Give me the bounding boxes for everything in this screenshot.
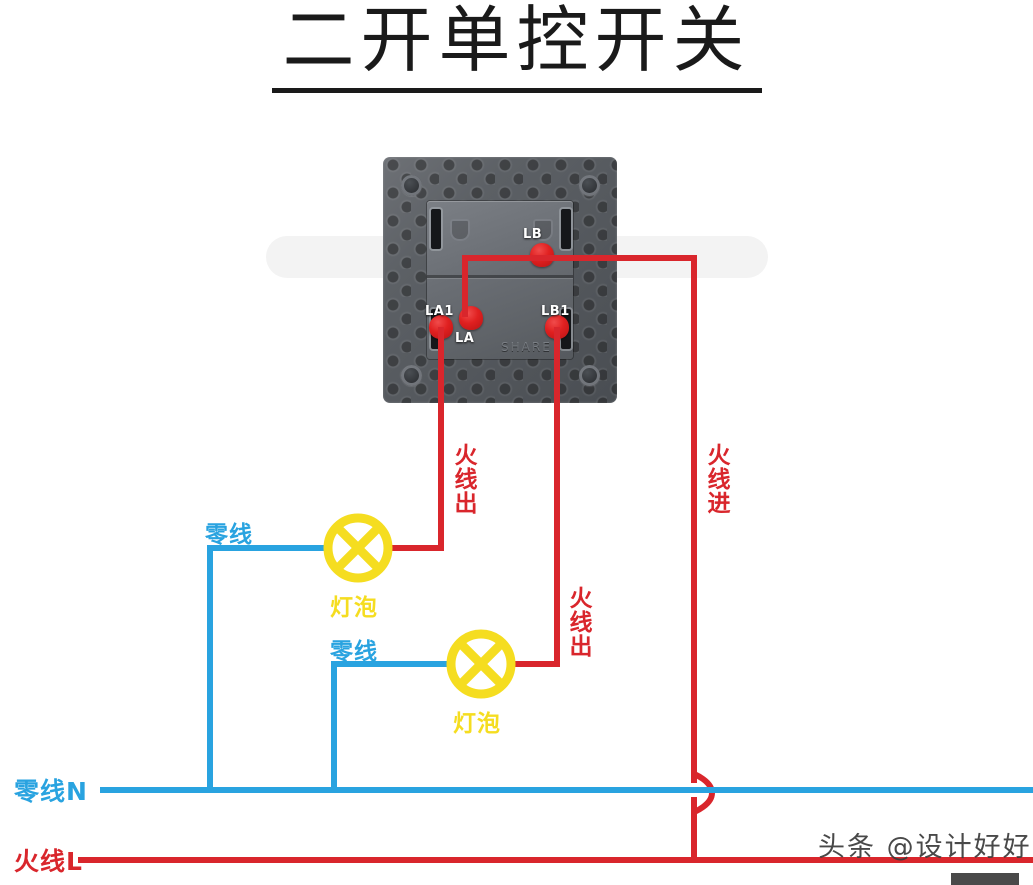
switch-back-plate: SHARE: [383, 157, 617, 403]
wire-la1-down: [438, 327, 444, 549]
page-title-wrap: 二开单控开关: [0, 0, 1033, 80]
label-neutral-bus: 零线N: [14, 777, 88, 806]
screw-hole-icon: [579, 365, 600, 386]
bulb-symbol-2: [446, 629, 516, 699]
wire-lb-to-la: [462, 255, 468, 317]
wire-live-in-lower: [691, 797, 697, 860]
wire-clip-slot: [561, 209, 571, 249]
wire-neutral-branch-1-h: [207, 545, 329, 551]
label-bulb-2: 灯泡: [453, 711, 501, 737]
wire-live-bus: [78, 857, 1033, 863]
brand-emboss: SHARE: [501, 340, 552, 354]
wire-lb-to-right: [462, 255, 697, 261]
release-tab-icon: [450, 219, 470, 241]
screw-hole-icon: [401, 175, 422, 196]
label-live-in: 火线进: [703, 443, 729, 515]
terminal-label-la: LA: [455, 331, 475, 346]
wire-la1-to-bulb1: [388, 545, 444, 551]
release-tab-icon: [533, 219, 553, 241]
label-live-out-2: 火线出: [565, 586, 591, 658]
label-live-out-1: 火线出: [450, 443, 476, 515]
label-neutral-2: 零线: [330, 639, 378, 665]
label-live-bus: 火线L: [14, 847, 83, 876]
wire-lb1-to-bulb2: [510, 661, 560, 667]
wire-lb-jumper-h: [462, 255, 540, 261]
terminal-label-lb1: LB1: [541, 304, 570, 319]
wire-neutral-branch-1-v: [207, 545, 213, 790]
label-neutral-1: 零线: [205, 522, 253, 548]
wire-crossing-hop-icon: [692, 772, 716, 814]
terminal-label-la1: LA1: [425, 304, 454, 319]
wire-neutral-branch-2-v: [331, 661, 337, 790]
title-underline: [272, 88, 762, 93]
watermark-text: 头条 @设计好好: [818, 832, 1032, 863]
terminal-label-lb: LB: [523, 227, 543, 242]
screw-hole-icon: [579, 175, 600, 196]
plate-divider: [427, 275, 573, 278]
screw-hole-icon: [401, 365, 422, 386]
wire-neutral-branch-2-h: [331, 661, 452, 667]
wire-clip-slot: [431, 209, 441, 249]
wire-neutral-bus: [100, 787, 1033, 793]
wire-live-in-upper: [691, 255, 697, 783]
wire-lb1-down: [554, 327, 560, 665]
label-bulb-1: 灯泡: [330, 595, 378, 621]
watermark-corner-bar: [951, 873, 1019, 885]
bulb-symbol-1: [323, 513, 393, 583]
page-title: 二开单控开关: [282, 0, 751, 82]
